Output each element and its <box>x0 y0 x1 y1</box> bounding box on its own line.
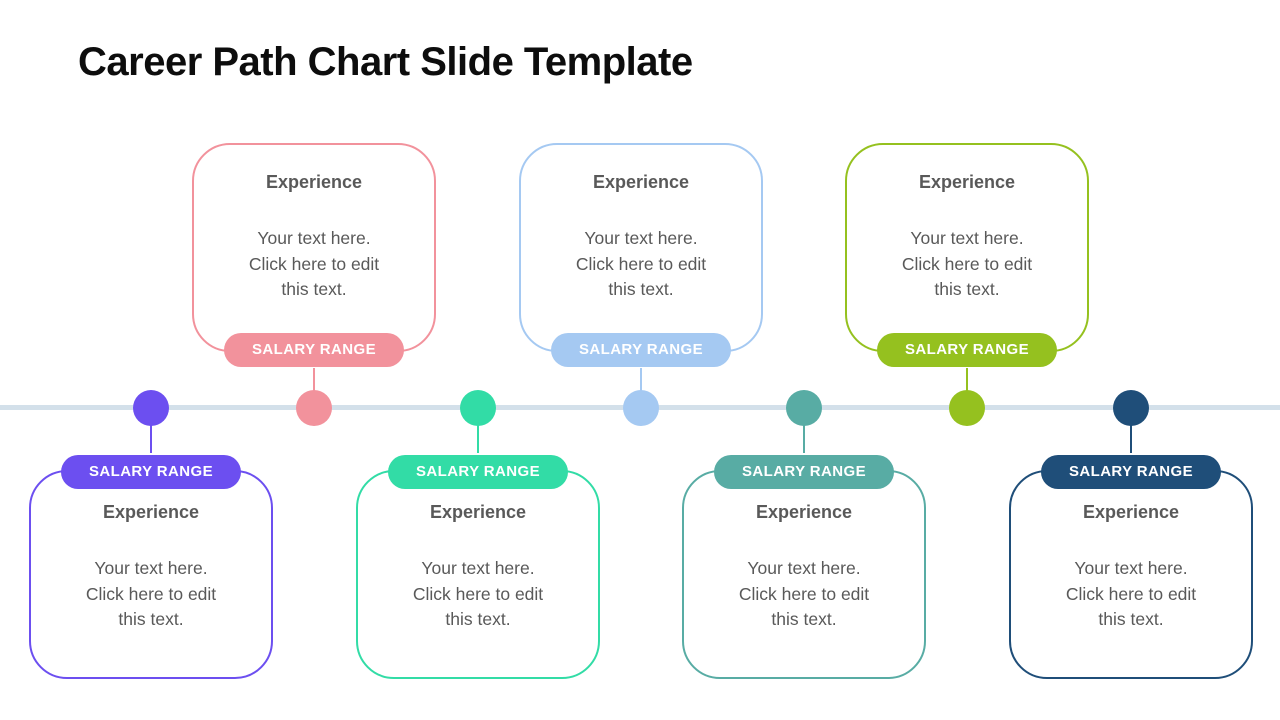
connector-line <box>477 424 479 453</box>
card-body[interactable]: Your text here. Click here to edit this … <box>847 226 1087 303</box>
experience-card[interactable]: SALARY RANGE Experience Your text here. … <box>682 455 926 679</box>
card-heading[interactable]: Experience <box>429 502 527 522</box>
timeline-dot <box>1113 390 1149 426</box>
card-body[interactable]: Your text here. Click here to edit this … <box>31 556 271 633</box>
timeline-dot <box>133 390 169 426</box>
connector-line <box>1130 424 1132 453</box>
card-body-line: this text. <box>281 279 347 299</box>
timeline-dot <box>786 390 822 426</box>
card-body-line: Your text here. <box>910 228 1024 248</box>
timeline-dot <box>949 390 985 426</box>
card-heading[interactable]: Experience <box>918 172 1016 192</box>
card-body-line: this text. <box>608 279 674 299</box>
card-body-line: Your text here. <box>1074 558 1188 578</box>
connector-line <box>966 368 968 392</box>
card-body-line: this text. <box>771 609 837 629</box>
card-body-line: this text. <box>934 279 1000 299</box>
connector-line <box>640 368 642 392</box>
card-body-line: this text. <box>118 609 184 629</box>
salary-range-badge[interactable]: SALARY RANGE <box>61 455 241 489</box>
card-body[interactable]: Your text here. Click here to edit this … <box>358 556 598 633</box>
salary-range-badge[interactable]: SALARY RANGE <box>877 333 1057 367</box>
card-body-line: Your text here. <box>421 558 535 578</box>
experience-card[interactable]: SALARY RANGE Experience Your text here. … <box>192 143 436 367</box>
card-body[interactable]: Your text here. Click here to edit this … <box>684 556 924 633</box>
experience-card[interactable]: SALARY RANGE Experience Your text here. … <box>356 455 600 679</box>
card-body[interactable]: Your text here. Click here to edit this … <box>1011 556 1251 633</box>
card-body-line: Click here to edit <box>901 253 1033 274</box>
card-body-line: this text. <box>1098 609 1164 629</box>
salary-range-badge[interactable]: SALARY RANGE <box>224 333 404 367</box>
salary-range-badge[interactable]: SALARY RANGE <box>388 455 568 489</box>
connector-line <box>150 424 152 453</box>
card-body[interactable]: Your text here. Click here to edit this … <box>521 226 761 303</box>
card-body-line: this text. <box>445 609 511 629</box>
experience-card[interactable]: SALARY RANGE Experience Your text here. … <box>29 455 273 679</box>
card-heading[interactable]: Experience <box>265 172 363 192</box>
card-body-line: Click here to edit <box>85 583 217 604</box>
card-body-line: Click here to edit <box>412 583 544 604</box>
card-heading[interactable]: Experience <box>1082 502 1180 522</box>
card-body-line: Your text here. <box>257 228 371 248</box>
card-body-line: Your text here. <box>747 558 861 578</box>
card-body-line: Click here to edit <box>1065 583 1197 604</box>
experience-card[interactable]: SALARY RANGE Experience Your text here. … <box>845 143 1089 367</box>
connector-line <box>313 368 315 392</box>
connector-line <box>803 424 805 453</box>
timeline-dot <box>296 390 332 426</box>
card-body-line: Click here to edit <box>738 583 870 604</box>
card-heading[interactable]: Experience <box>755 502 853 522</box>
card-body-line: Your text here. <box>584 228 698 248</box>
experience-card[interactable]: SALARY RANGE Experience Your text here. … <box>519 143 763 367</box>
card-body-line: Click here to edit <box>248 253 380 274</box>
slide-title[interactable]: Career Path Chart Slide Template <box>78 40 693 84</box>
card-heading[interactable]: Experience <box>592 172 690 192</box>
salary-range-badge[interactable]: SALARY RANGE <box>551 333 731 367</box>
salary-range-badge[interactable]: SALARY RANGE <box>714 455 894 489</box>
timeline-dot <box>623 390 659 426</box>
salary-range-badge[interactable]: SALARY RANGE <box>1041 455 1221 489</box>
card-body-line: Click here to edit <box>575 253 707 274</box>
card-heading[interactable]: Experience <box>102 502 200 522</box>
timeline-dot <box>460 390 496 426</box>
experience-card[interactable]: SALARY RANGE Experience Your text here. … <box>1009 455 1253 679</box>
card-body-line: Your text here. <box>94 558 208 578</box>
card-body[interactable]: Your text here. Click here to edit this … <box>194 226 434 303</box>
